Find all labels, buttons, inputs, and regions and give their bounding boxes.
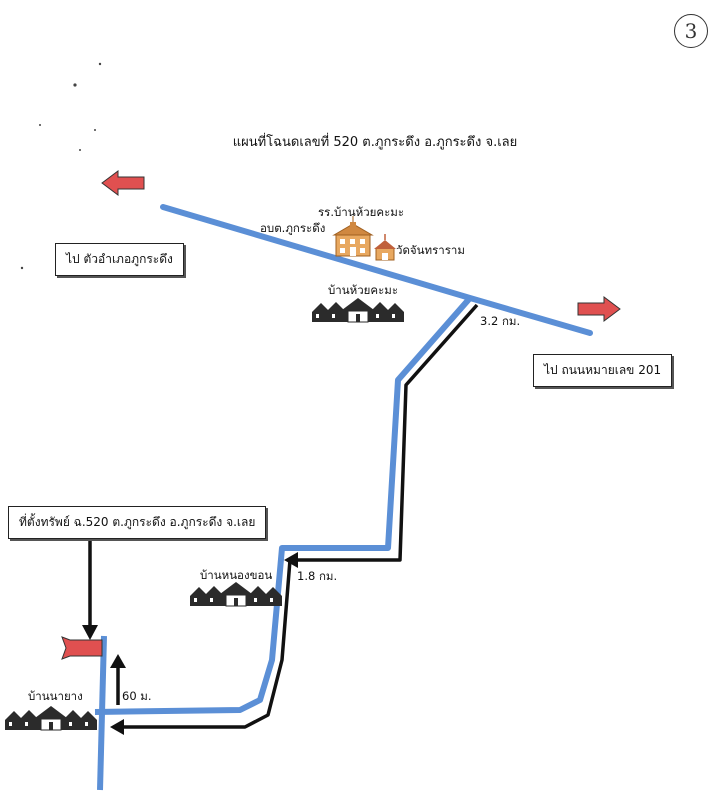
- label-distance-3: 60 ม.: [122, 689, 152, 703]
- label-village-nong-khon: บ้านหนองขอน: [200, 568, 272, 582]
- final-arrowhead: [110, 654, 126, 668]
- page-number: 3: [674, 14, 708, 48]
- arrow-right-icon: [577, 296, 621, 322]
- map-title: แผนที่โฉนดเลขที่ 520 ต.ภูกระดึง อ.ภูกระด…: [232, 135, 518, 150]
- label-temple: วัดจันทราราม: [396, 243, 465, 257]
- route-arrowhead-1: [284, 552, 298, 568]
- route-line: [115, 303, 479, 729]
- local-road: [97, 635, 107, 791]
- temple-icon: [374, 234, 396, 261]
- label-distance-2: 1.8 กม.: [297, 569, 337, 583]
- houses-icon-huai-khama: [311, 297, 405, 323]
- arrow-left-icon: [101, 170, 145, 196]
- to-district-box: ไป ตัวอำเภอภูกระดึง: [55, 243, 184, 276]
- route-arrowhead-2: [110, 719, 124, 735]
- houses-icon-nong-khon: [189, 581, 283, 607]
- property-location-box: ที่ตั้งทรัพย์ ฉ.520 ต.ภูกระดึง อ.ภูกระดึ…: [8, 506, 267, 539]
- label-village-huai-khama: บ้านห้วยคะมะ: [328, 283, 398, 297]
- school-icon: [332, 216, 374, 257]
- property-pointer-head: [82, 625, 98, 640]
- label-distance-1: 3.2 กม.: [480, 314, 520, 328]
- scan-specks: [20, 62, 102, 270]
- label-tao-office: อบต.ภูกระดึง: [260, 221, 325, 235]
- label-village-na-yang: บ้านนายาง: [28, 689, 83, 703]
- flag-icon: [61, 636, 103, 660]
- label-school: รร.บ้านห้วยคะมะ: [318, 205, 404, 219]
- houses-icon-na-yang: [4, 705, 98, 731]
- to-highway-box: ไป ถนนหมายเลข 201: [533, 354, 673, 387]
